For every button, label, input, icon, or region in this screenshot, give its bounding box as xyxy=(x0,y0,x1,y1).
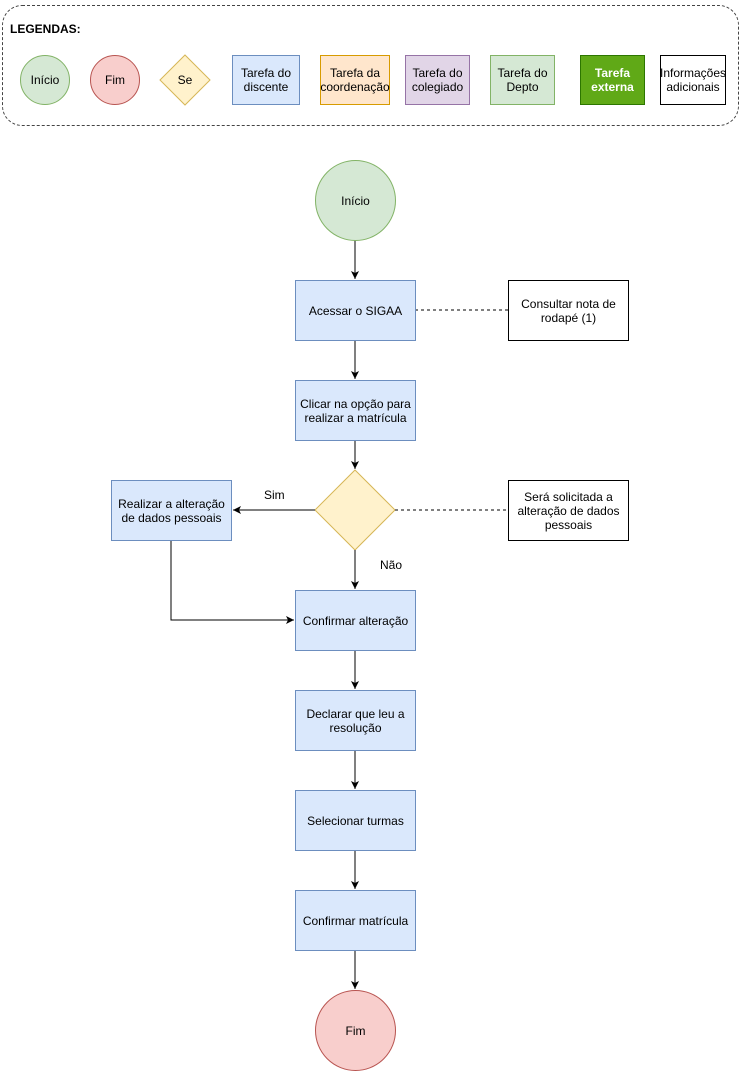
legend-student-task: Tarefa do discente xyxy=(232,55,300,105)
flow-end-node: Fim xyxy=(315,990,396,1071)
legend-panel xyxy=(2,5,739,126)
legend-decision: Se xyxy=(177,73,193,87)
legend-external-task: Tarefa externa xyxy=(580,55,645,105)
legend-coordination-task: Tarefa da coordenação xyxy=(320,55,390,105)
task-select-classes: Selecionar turmas xyxy=(295,790,416,851)
legend-decision-shape xyxy=(159,54,211,106)
note-footnote: Consultar nota de rodapé (1) xyxy=(508,280,629,341)
legend-end: Fim xyxy=(90,55,140,105)
task-click-enroll-option: Clicar na opção para realizar a matrícul… xyxy=(295,380,416,441)
legend-department-task: Tarefa do Depto xyxy=(490,55,555,105)
task-declare-read: Declarar que leu a resolução xyxy=(295,690,416,751)
task-change-personal-data: Realizar a alteração de dados pessoais xyxy=(111,480,232,541)
legend-start: Início xyxy=(20,55,70,105)
label-no: Não xyxy=(380,558,403,572)
note-personal-data: Será solicitada a alteração de dados pes… xyxy=(508,480,629,541)
legend-extra-info: Informações adicionais xyxy=(660,55,726,105)
legend-title: LEGENDAS: xyxy=(10,22,81,36)
label-yes: Sim xyxy=(264,488,285,502)
decision-diamond xyxy=(314,469,396,551)
task-confirm-change: Confirmar alteração xyxy=(295,590,416,651)
task-confirm-enrollment: Confirmar matrícula xyxy=(295,890,416,951)
task-access-sigaa: Acessar o SIGAA xyxy=(295,280,416,341)
flow-start-node: Início xyxy=(315,160,396,241)
legend-collegiate-task: Tarefa do colegiado xyxy=(405,55,470,105)
arrow-change-confirm xyxy=(170,540,294,624)
